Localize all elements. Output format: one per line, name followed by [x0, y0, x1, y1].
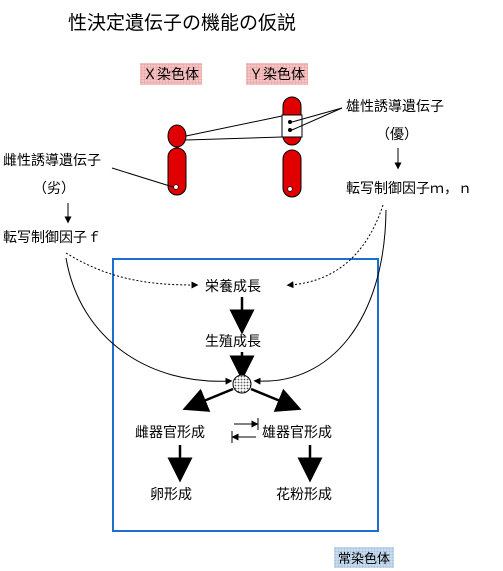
male-inducing-gene-label: 雄性誘導遺伝子 — [346, 99, 444, 115]
pollen-formation-label: 花粉形成 — [276, 487, 332, 503]
female-transcription-factor-label: 転写制御因子ｆ — [3, 230, 101, 246]
male-transcription-factor-label: 転写制御因子ｍ，ｎ — [346, 181, 472, 197]
male-dominance-label: （優） — [376, 127, 418, 143]
male-organ-formation-label: 雄器官形成 — [262, 425, 332, 441]
page-title: 性決定遺伝子の機能の仮説 — [68, 12, 297, 34]
y-chromosome — [281, 96, 303, 198]
female-inducing-gene-label: 雌性誘導遺伝子 — [3, 153, 101, 169]
reproductive-growth-label: 生殖成長 — [205, 334, 261, 350]
female-organ-formation-label: 雌器官形成 — [135, 425, 205, 441]
regulation-hub — [232, 374, 252, 394]
egg-formation-label: 卵形成 — [150, 487, 192, 503]
autosome-label: 常染色体 — [334, 547, 395, 568]
x-chromosome-label: Ｘ染色体 — [140, 63, 202, 85]
y-chromosome-label: Ｙ染色体 — [246, 63, 308, 85]
female-dominance-label: （劣） — [33, 181, 75, 197]
x-chromosome — [167, 124, 187, 196]
vegetative-growth-label: 栄養成長 — [205, 279, 261, 295]
autosome-box — [112, 258, 379, 532]
